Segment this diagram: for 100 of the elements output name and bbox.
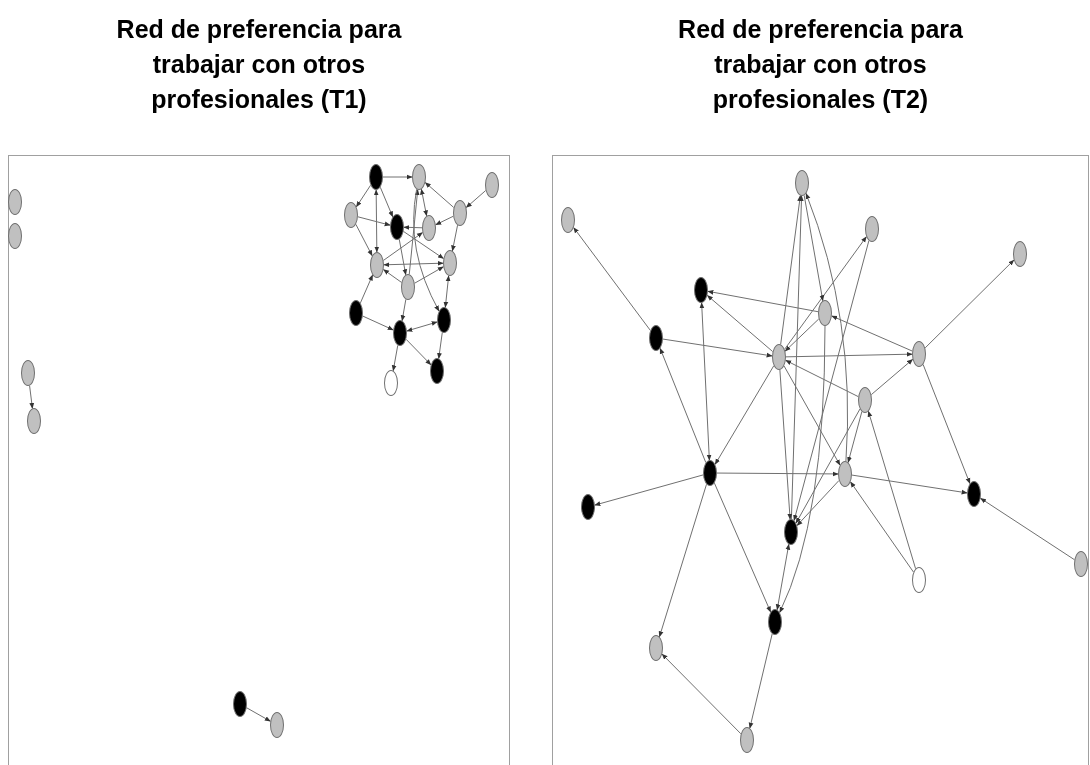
network-node [967,481,981,507]
arrow [784,318,820,352]
arrow [398,238,408,276]
arrow [713,482,772,613]
arrow [662,338,773,358]
arrow [362,315,394,331]
arrow [707,289,819,313]
network-node [865,216,879,242]
arrow [465,190,487,208]
arrow [403,230,444,260]
arrow [793,240,870,521]
network-node [485,172,499,198]
network-node [8,223,22,249]
arrow [785,351,913,358]
arrow [357,216,391,227]
network-node [8,189,22,215]
network-node [581,494,595,520]
arrow [714,365,775,465]
arrow [850,481,914,573]
arrow [803,194,825,302]
arrow [922,364,971,485]
network-node [412,164,426,190]
network-node [393,320,407,346]
arrow [716,471,839,477]
arrow [355,184,372,208]
network-node [703,460,717,486]
network-node [795,170,809,196]
arrow [785,359,859,398]
network-node [912,567,926,593]
network-node [561,207,575,233]
network-node [270,712,284,738]
arrow [379,186,394,218]
arrow [780,195,802,345]
network-node [369,164,383,190]
network-node [401,274,415,300]
arrow [980,497,1075,561]
network-node [818,300,832,326]
network-node [453,200,467,226]
network-node [344,202,358,228]
network-node [422,215,436,241]
arrow [779,369,793,520]
arrow [748,633,773,729]
arrow [400,298,407,322]
arrow [573,227,651,331]
arrow [420,188,428,217]
network-node [912,341,926,367]
arrow [29,385,35,409]
arrow [661,653,742,735]
arrow [435,215,454,226]
network-node [384,370,398,396]
arrow [851,474,968,495]
network-node [443,250,457,276]
network-node [1013,241,1027,267]
arrow [246,707,271,722]
arrow [847,411,863,463]
arrow [870,358,914,396]
arrow [373,189,380,253]
network-node [772,344,786,370]
arrow [391,344,399,372]
arrow [414,266,444,284]
arrow [403,225,423,230]
panel-title: Red de preferencia para trabajar con otros profesionales (T2) [677,14,964,115]
arrow [382,174,413,180]
arrow [406,321,438,332]
arrow [408,189,420,275]
arrow [359,274,374,304]
arrow [783,365,841,466]
arrow [405,338,432,366]
arrow [437,332,443,359]
arrow [795,408,861,524]
network-node [27,408,41,434]
arrow [443,275,451,308]
network-node [437,307,451,333]
network-node [838,461,852,487]
network-node [784,519,798,545]
network-node [694,277,708,303]
network-node [858,387,872,413]
network-node [768,609,782,635]
arrow [784,236,867,350]
arrow [594,474,704,506]
network-node [233,691,247,717]
arrow [775,543,791,611]
network-node [1074,551,1088,577]
network-node [21,360,35,386]
arrow [451,224,459,252]
arrow [831,315,913,352]
arrow [383,232,423,261]
arrow [355,223,373,257]
network-node [740,727,754,753]
arrow [659,347,707,464]
arrow [699,302,712,461]
arrow [924,259,1015,349]
arrow [383,260,444,268]
network-node [349,300,363,326]
arrow [867,410,917,570]
arrow [805,192,849,462]
network-node [370,252,384,278]
network-node [430,358,444,384]
arrow [779,325,826,613]
network-node [390,214,404,240]
